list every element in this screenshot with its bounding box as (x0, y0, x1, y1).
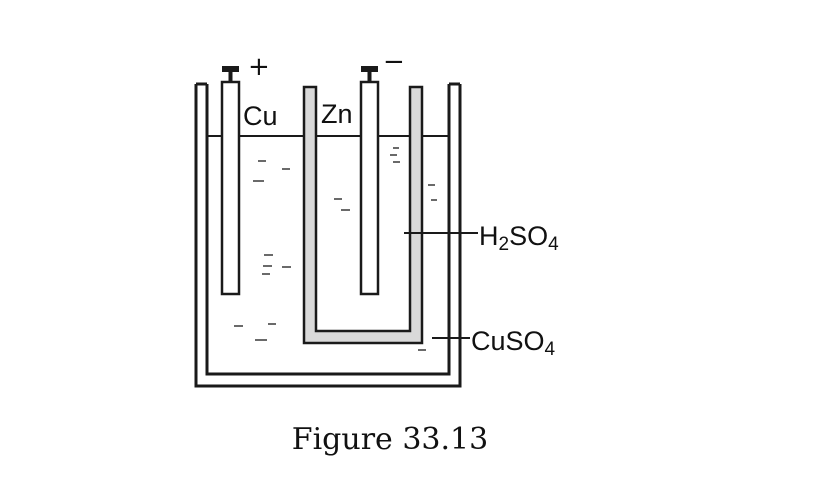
copper-label: Cu (243, 101, 278, 131)
copper-electrode (220, 80, 241, 296)
negative-terminal-sign: − (383, 47, 405, 77)
zinc-label: Zn (321, 99, 353, 129)
copper-terminal (222, 66, 239, 82)
zinc-terminal (361, 66, 378, 82)
outer-beaker (194, 84, 462, 388)
sulfate-label: CuSO4 (471, 326, 556, 360)
acid-label: H2SO4 (479, 221, 559, 255)
positive-terminal-sign: + (248, 52, 270, 82)
figure-caption: Figure 33.13 (291, 422, 489, 457)
inner-beaker (205, 84, 451, 376)
zinc-electrode (359, 80, 380, 296)
ion-dashes (234, 147, 437, 351)
porous-pot (302, 85, 424, 345)
